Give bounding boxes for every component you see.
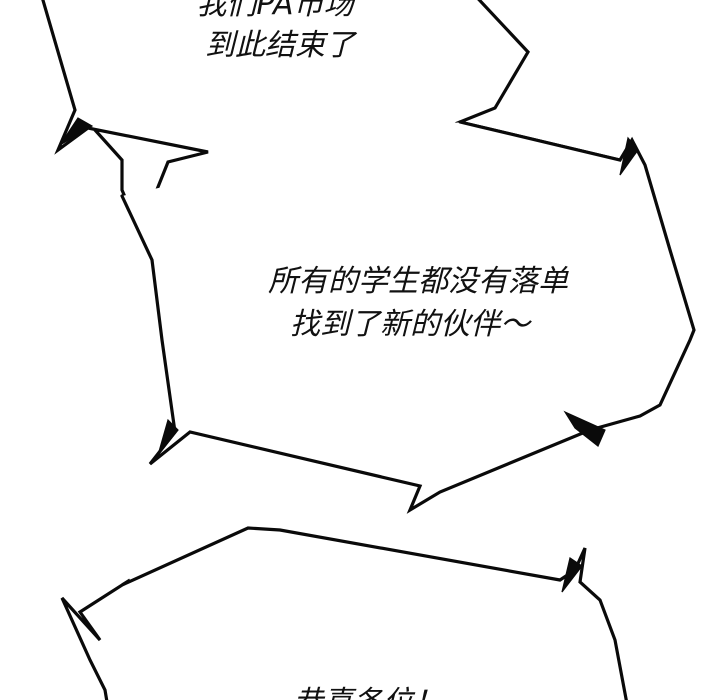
bubble-middle-line-2: 找到了新的伙伴～ <box>290 307 532 342</box>
bubble-spike-middle-right <box>563 410 606 447</box>
bubble-top-line-2: 到此结束了 <box>205 28 358 63</box>
bubble-top-line-1: 我们PA市场 <box>196 0 356 22</box>
bubble-middle-line-1: 所有的学生都没有落单 <box>268 264 569 299</box>
bubble-spike-top-left <box>59 117 94 146</box>
bubble-spike-top-right <box>619 136 639 176</box>
speech-bubble-middle: 所有的学生都没有落单 找到了新的伙伴～ <box>59 117 696 514</box>
speech-bubble-bottom: 恭喜各位！ <box>60 526 628 700</box>
bubble-spike-bottom-right <box>561 557 583 593</box>
bubble-outline-bottom <box>60 526 628 700</box>
bubble-bottom-line-1: 恭喜各位！ <box>293 685 443 700</box>
bubble-spike-middle-left <box>157 418 179 456</box>
